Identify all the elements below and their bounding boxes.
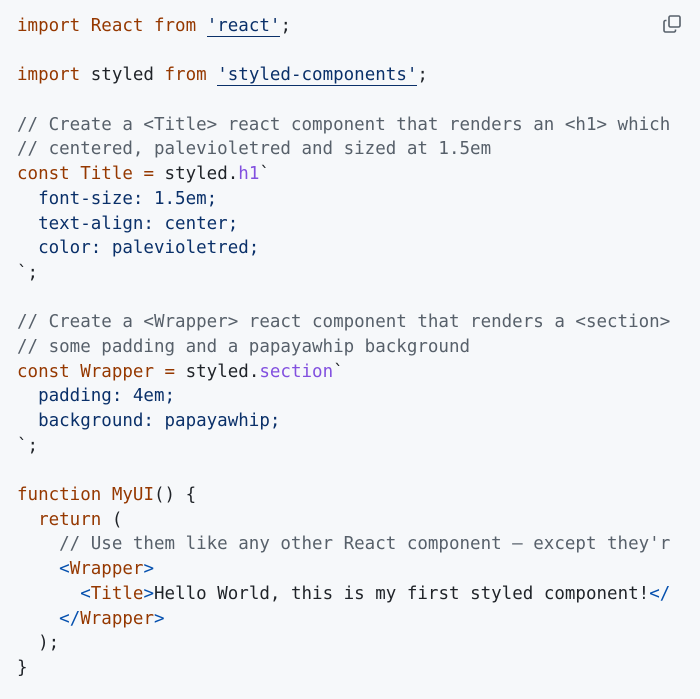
code-line: color: palevioletred; xyxy=(17,236,649,261)
code-token: > xyxy=(154,608,165,629)
code-token: = xyxy=(143,164,154,185)
code-line xyxy=(17,458,649,483)
code-line: </Wrapper> xyxy=(17,607,649,632)
copy-button[interactable] xyxy=(659,11,685,37)
code-token: Title xyxy=(90,583,144,604)
code-token: < xyxy=(59,559,70,580)
code-line: background: papayawhip; xyxy=(17,409,649,434)
code-token xyxy=(17,609,59,629)
code-token: < xyxy=(80,583,91,604)
code-token: React xyxy=(80,16,154,36)
code-line: // Create a <Wrapper> react component th… xyxy=(17,310,670,335)
code-token: from xyxy=(153,16,197,36)
code-token: Wrapper xyxy=(69,361,165,382)
code-token: background: papayawhip; xyxy=(17,411,281,431)
code-line: text-align: center; xyxy=(17,212,649,237)
code-line: function MyUI() { xyxy=(17,483,649,508)
code-token: font-size: 1.5em; xyxy=(17,188,218,209)
code-token: </ xyxy=(59,608,81,629)
code-line: import React from 'react'; xyxy=(17,14,649,39)
code-line: ); xyxy=(17,631,649,656)
code-token: Hello World, this is my first styled com… xyxy=(154,583,650,604)
code-token: import xyxy=(17,65,81,86)
code-token: Title xyxy=(69,164,144,185)
code-lines[interactable]: import React from 'react'; import styled… xyxy=(17,14,670,681)
code-line: // Use them like any other React compone… xyxy=(17,532,670,557)
code-token: // centered, palevioletred and sized at … xyxy=(17,139,492,160)
code-line: } xyxy=(17,656,649,681)
code-token: // some padding and a papayawhip backgro… xyxy=(17,336,471,357)
code-token: () { xyxy=(153,485,197,506)
code-token: Wrapper xyxy=(69,559,144,580)
copy-icon xyxy=(663,15,681,33)
code-token: MyUI xyxy=(101,485,154,506)
code-token: 'react' xyxy=(206,16,281,37)
code-token: = xyxy=(164,361,176,382)
code-token xyxy=(207,65,218,85)
code-token: `; xyxy=(17,262,39,283)
code-token: ; xyxy=(280,16,291,36)
code-line xyxy=(17,88,649,113)
code-token: function xyxy=(17,485,102,506)
code-token: } xyxy=(17,657,28,678)
code-token: ); xyxy=(17,633,60,654)
code-token: return xyxy=(38,509,102,530)
code-token: // Create a <Wrapper> react component th… xyxy=(17,312,671,333)
code-line: <Title>Hello World, this is my first sty… xyxy=(17,582,670,607)
code-token: color: palevioletred; xyxy=(17,238,260,259)
code-token: ` xyxy=(333,361,344,382)
code-token: Wrapper xyxy=(80,608,154,629)
code-line: const Wrapper = styled.section` xyxy=(17,360,649,385)
code-token: // Create a <Title> react component that… xyxy=(17,114,671,135)
code-token: styled. xyxy=(175,361,260,382)
code-token: h1 xyxy=(238,164,260,185)
code-line xyxy=(17,286,649,311)
code-line: font-size: 1.5em; xyxy=(17,187,649,212)
code-line: return ( xyxy=(17,508,649,533)
code-line: // Create a <Title> react component that… xyxy=(17,113,670,138)
code-token: section xyxy=(259,361,334,382)
code-token: > xyxy=(143,583,154,604)
code-line: `; xyxy=(17,434,649,459)
code-token xyxy=(17,510,38,530)
code-token: text-align: center; xyxy=(17,213,239,234)
code-line xyxy=(17,39,649,64)
code-token: ; xyxy=(417,65,428,86)
code-line: import styled from 'styled-components'; xyxy=(17,63,649,88)
code-token: // Use them like any other React compone… xyxy=(17,534,671,555)
code-token: ` xyxy=(259,164,270,185)
code-line: `; xyxy=(17,261,649,286)
code-token: padding: 4em; xyxy=(17,386,176,407)
code-line: padding: 4em; xyxy=(17,384,649,409)
code-line: // centered, palevioletred and sized at … xyxy=(17,137,649,162)
code-token: > xyxy=(143,559,155,580)
code-token: ( xyxy=(101,509,123,530)
code-token: 'styled-components' xyxy=(217,65,418,87)
code-token: const xyxy=(17,361,70,382)
code-token: styled. xyxy=(154,164,239,185)
code-token xyxy=(196,16,207,36)
code-token: const xyxy=(17,164,70,185)
code-token: styled xyxy=(80,65,165,86)
code-token: from xyxy=(164,65,207,86)
code-token xyxy=(17,584,80,604)
code-token: import xyxy=(17,16,81,36)
code-line: // some padding and a papayawhip backgro… xyxy=(17,335,649,360)
code-line: const Title = styled.h1` xyxy=(17,162,649,187)
code-token: `; xyxy=(17,435,39,456)
code-line: <Wrapper> xyxy=(17,557,649,582)
code-token xyxy=(17,559,59,579)
code-token: </ xyxy=(649,583,671,604)
